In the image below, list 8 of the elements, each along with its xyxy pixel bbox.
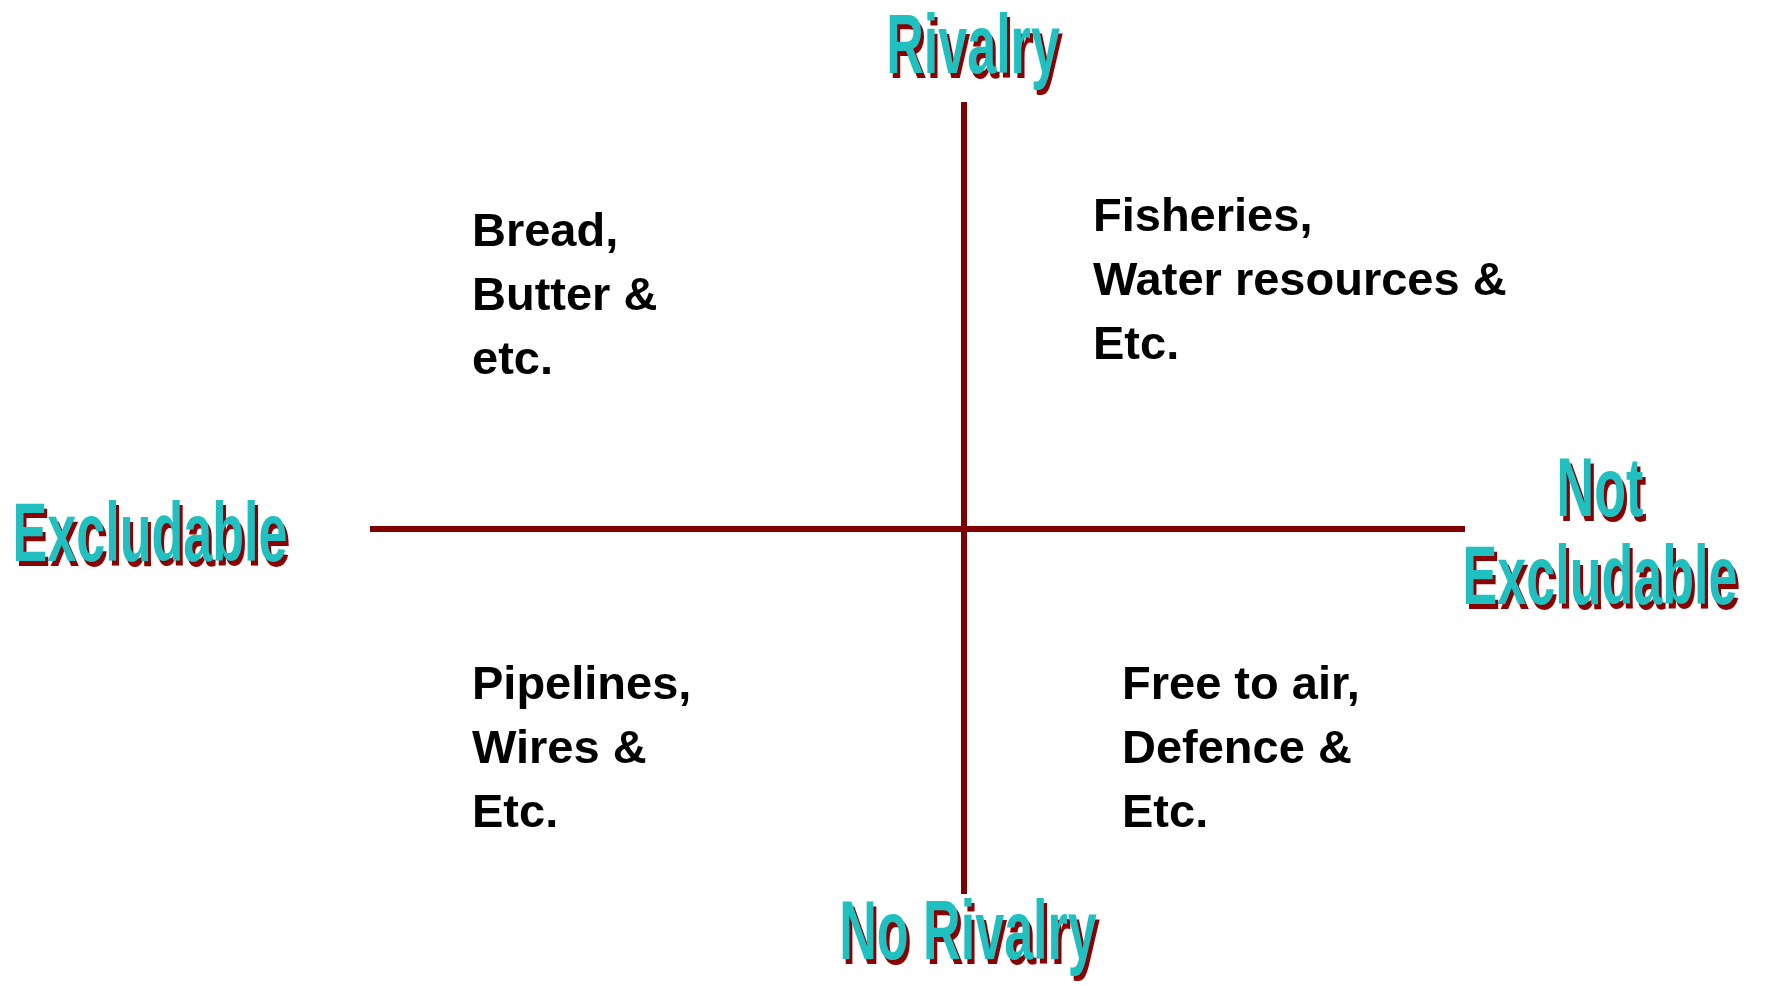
axis-title: Not Excludable (1461, 443, 1739, 619)
quadrant-examples: Fisheries, Water resources & Etc. (1093, 187, 1508, 371)
quadrant-examples: Free to air, Defence & Etc. (1122, 655, 1361, 839)
axis-title: Excludable (12, 488, 288, 576)
axis-title: Rivalry (886, 0, 1060, 88)
axis-title: No Rivalry (839, 886, 1097, 974)
quadrant-examples: Pipelines, Wires & Etc. (472, 655, 693, 839)
quadrant-examples: Bread, Butter & etc. (472, 202, 659, 386)
